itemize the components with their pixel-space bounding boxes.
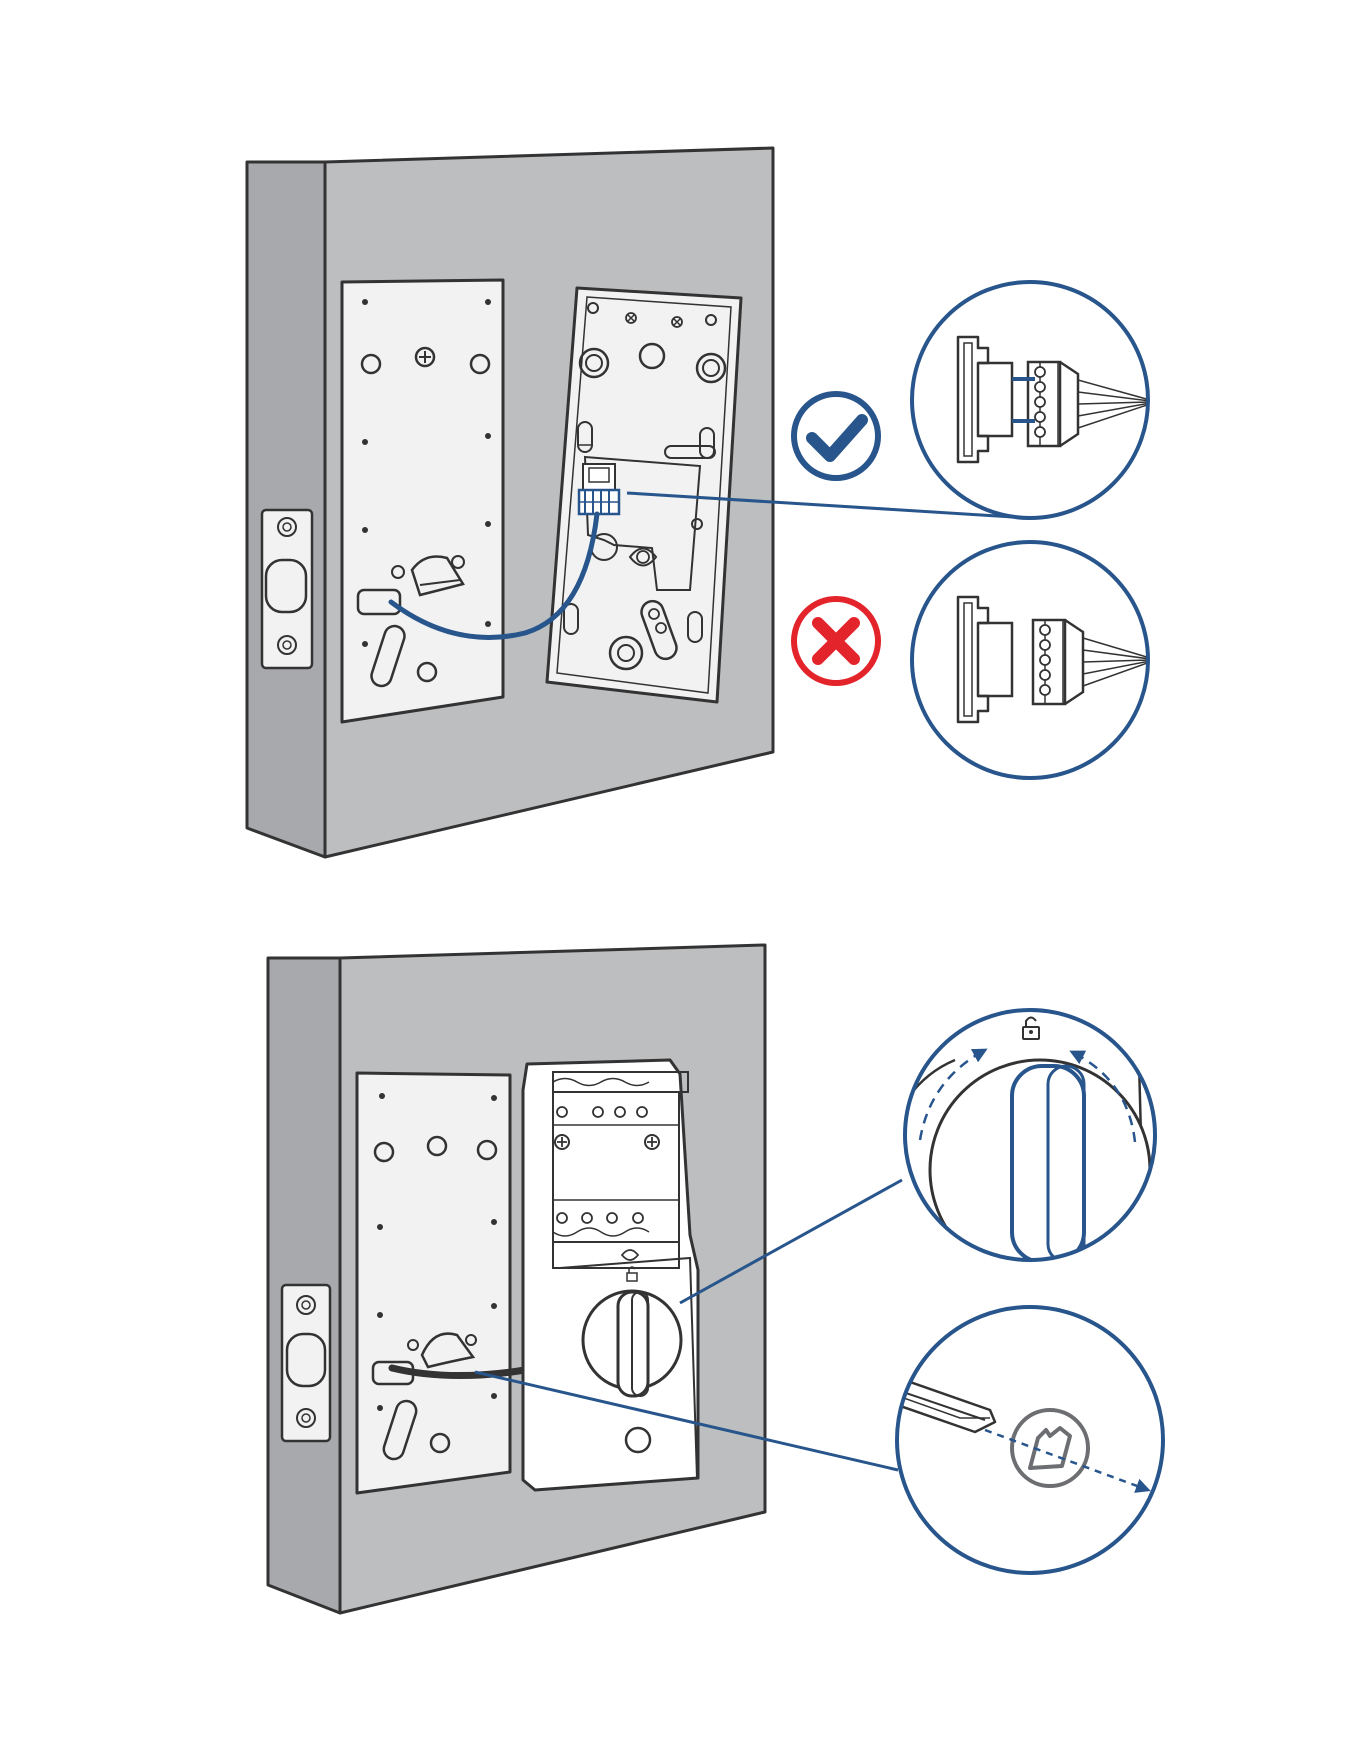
latch-faceplate xyxy=(262,510,312,668)
panel-set-thumbturn xyxy=(268,945,1163,1613)
panel-connect-cable xyxy=(247,148,1150,857)
callout-screwdriver-tailpiece xyxy=(860,1307,1163,1573)
callout-thumbturn-rotation xyxy=(888,1010,1155,1280)
x-mark-icon xyxy=(794,599,878,683)
checkmark-icon xyxy=(794,394,878,478)
mounting-plate xyxy=(342,280,503,722)
callout-connector-correct xyxy=(912,282,1150,518)
mounting-plate xyxy=(357,1073,510,1493)
interior-unit xyxy=(523,1060,698,1490)
callout-connector-incorrect xyxy=(912,542,1150,778)
latch-faceplate xyxy=(282,1285,330,1441)
